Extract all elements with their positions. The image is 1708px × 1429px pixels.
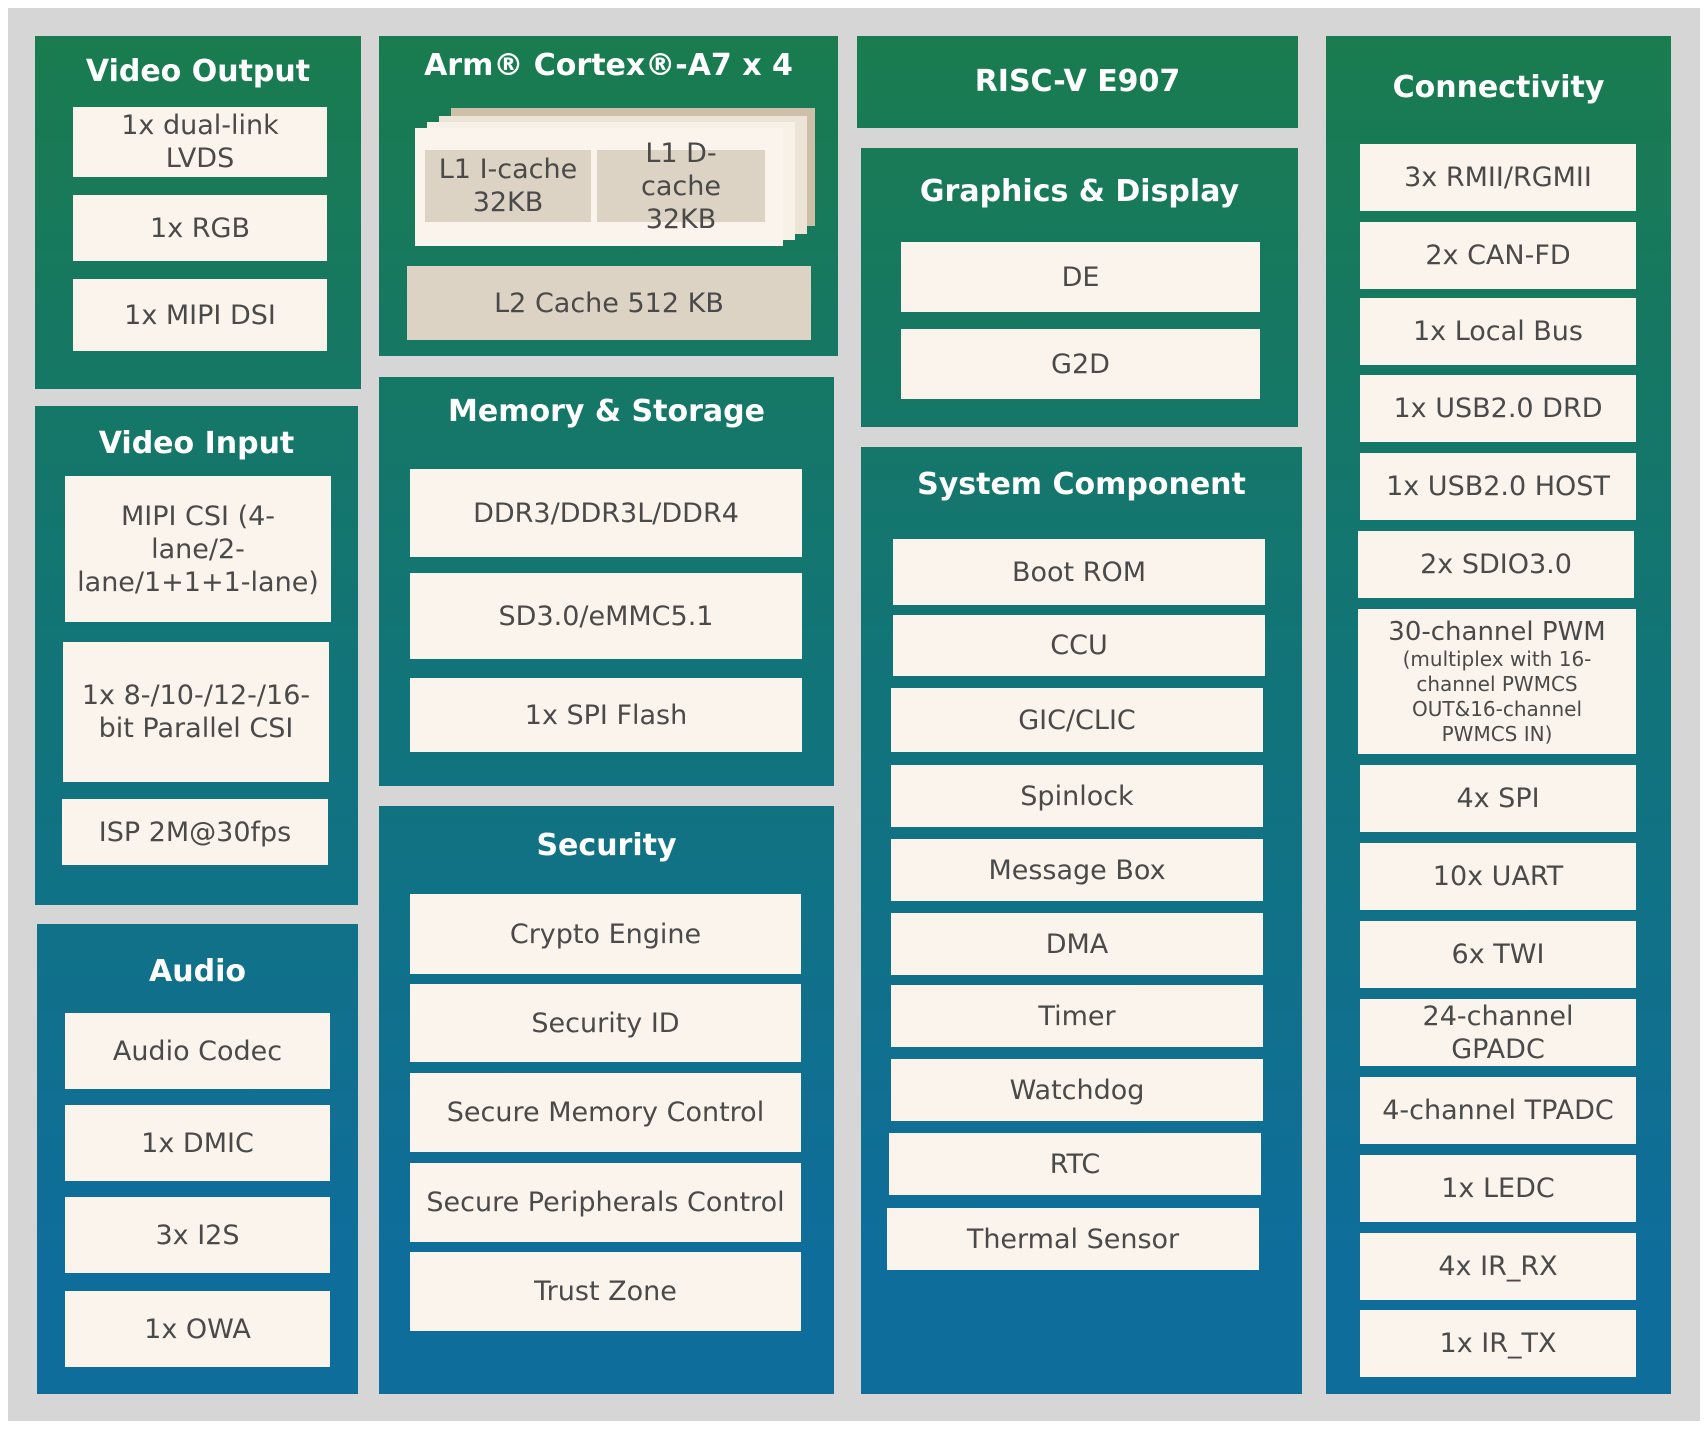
system-item: Message Box xyxy=(891,839,1263,901)
video-input-panel: Video Input MIPI CSI (4-lane/2-lane/1+1+… xyxy=(35,406,358,905)
connectivity-item: 4x IR_RX xyxy=(1360,1233,1636,1300)
video-input-item: MIPI CSI (4-lane/2-lane/1+1+1-lane) xyxy=(65,476,331,622)
graphics-item: DE xyxy=(901,242,1260,312)
system-component-title: System Component xyxy=(917,467,1246,502)
video-output-item: 1x dual-link LVDS xyxy=(73,107,327,177)
l1-icache: L1 I-cache 32KB xyxy=(425,150,591,222)
connectivity-title: Connectivity xyxy=(1392,70,1605,105)
audio-item: 3x I2S xyxy=(65,1197,330,1273)
audio-title: Audio xyxy=(149,954,246,989)
audio-item: 1x OWA xyxy=(65,1291,330,1367)
memory-storage-title: Memory & Storage xyxy=(448,394,765,429)
system-item: Spinlock xyxy=(891,765,1263,827)
cpu-panel: Arm® Cortex®-A7 x 4 L1 I-cache 32KB L1 D… xyxy=(379,36,838,356)
memory-item: DDR3/DDR3L/DDR4 xyxy=(410,469,802,557)
system-item: RTC xyxy=(889,1133,1261,1195)
pwm-note: (multiplex with 16-channel PWMCS OUT&16-… xyxy=(1402,646,1592,746)
system-item: GIC/CLIC xyxy=(891,688,1263,752)
system-component-panel: System Component Boot ROM CCU GIC/CLIC S… xyxy=(861,447,1302,1394)
video-input-item: 1x 8-/10-/12-/16-bit Parallel CSI xyxy=(63,642,329,782)
pwm-item: 30-channel PWM (multiplex with 16-channe… xyxy=(1358,609,1636,754)
audio-panel: Audio Audio Codec 1x DMIC 3x I2S 1x OWA xyxy=(37,924,358,1394)
connectivity-item: 10x UART xyxy=(1360,843,1636,910)
riscv-title: RISC-V E907 xyxy=(974,64,1181,99)
l1-dcache: L1 D-cache 32KB xyxy=(597,138,765,235)
connectivity-item: 24-channel GPADC xyxy=(1360,999,1636,1066)
graphics-display-panel: Graphics & Display DE G2D xyxy=(861,148,1298,427)
connectivity-item: 2x SDIO3.0 xyxy=(1358,531,1634,598)
connectivity-item: 3x RMII/RGMII xyxy=(1360,144,1636,211)
video-output-panel: Video Output 1x dual-link LVDS 1x RGB 1x… xyxy=(35,36,361,389)
video-input-item: ISP 2M@30fps xyxy=(62,799,328,865)
security-item: Trust Zone xyxy=(410,1252,801,1331)
pwm-title: 30-channel PWM xyxy=(1388,616,1606,647)
riscv-panel: RISC-V E907 xyxy=(857,36,1298,128)
memory-item: 1x SPI Flash xyxy=(410,678,802,752)
connectivity-item: 1x LEDC xyxy=(1360,1155,1636,1222)
connectivity-item: 1x USB2.0 DRD xyxy=(1360,375,1636,442)
system-item: Watchdog xyxy=(891,1059,1263,1121)
video-output-item: 1x RGB xyxy=(73,195,327,261)
system-item: CCU xyxy=(893,615,1265,676)
connectivity-item: 1x USB2.0 HOST xyxy=(1360,453,1636,520)
system-item: Timer xyxy=(891,985,1263,1047)
security-item: Secure Peripherals Control xyxy=(410,1163,801,1242)
connectivity-panel: Connectivity 3x RMII/RGMII 2x CAN-FD 1x … xyxy=(1326,36,1671,1394)
connectivity-item: 2x CAN-FD xyxy=(1360,222,1636,289)
system-item: DMA xyxy=(891,913,1263,975)
audio-item: Audio Codec xyxy=(65,1013,330,1089)
video-output-title: Video Output xyxy=(85,54,311,89)
memory-item: SD3.0/eMMC5.1 xyxy=(410,573,802,659)
security-panel: Security Crypto Engine Security ID Secur… xyxy=(379,806,834,1394)
security-item: Secure Memory Control xyxy=(410,1073,801,1152)
cpu-title: Arm® Cortex®-A7 x 4 xyxy=(424,48,793,83)
security-item: Crypto Engine xyxy=(410,894,801,974)
security-title: Security xyxy=(536,828,677,863)
connectivity-item: 1x Local Bus xyxy=(1360,298,1636,365)
security-item: Security ID xyxy=(410,984,801,1062)
l2-cache: L2 Cache 512 KB xyxy=(407,266,811,340)
graphics-item: G2D xyxy=(901,329,1260,399)
graphics-display-title: Graphics & Display xyxy=(919,174,1240,209)
video-output-item: 1x MIPI DSI xyxy=(73,279,327,351)
connectivity-item: 4x SPI xyxy=(1360,765,1636,832)
connectivity-item: 1x IR_TX xyxy=(1360,1310,1636,1377)
memory-storage-panel: Memory & Storage DDR3/DDR3L/DDR4 SD3.0/e… xyxy=(379,377,834,786)
system-item: Boot ROM xyxy=(893,539,1265,605)
connectivity-item: 6x TWI xyxy=(1360,921,1636,988)
video-input-title: Video Input xyxy=(98,426,295,461)
system-item: Thermal Sensor xyxy=(887,1208,1259,1270)
connectivity-item: 4-channel TPADC xyxy=(1360,1077,1636,1144)
audio-item: 1x DMIC xyxy=(65,1105,330,1181)
